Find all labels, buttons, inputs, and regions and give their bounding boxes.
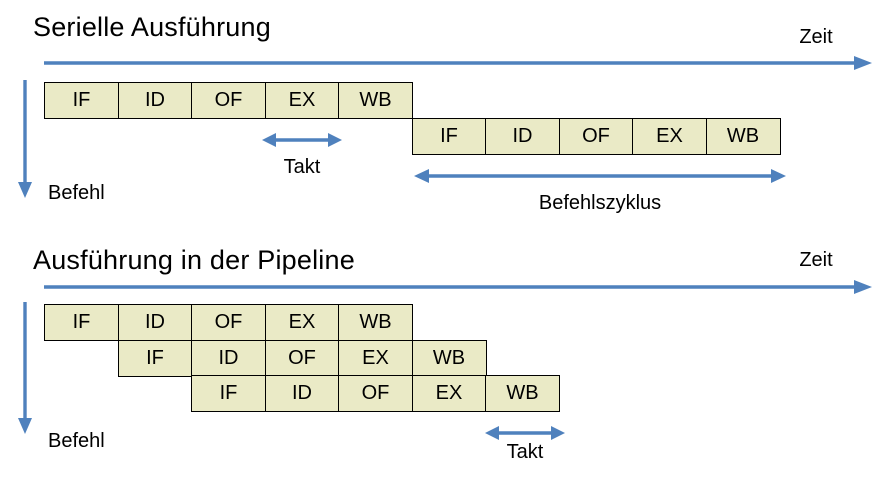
serial-clock-range-arrow — [262, 133, 342, 147]
stage-cell: WB — [338, 304, 413, 341]
stage-cell: OF — [338, 375, 413, 412]
pipeline-time-axis-label: Zeit — [799, 249, 833, 271]
serial-clock-caption: Takt — [283, 156, 321, 178]
serial-section-title: Serielle Ausführung — [33, 12, 271, 42]
stage-cell: OF — [558, 117, 634, 155]
pipeline-section-title: Ausführung in der Pipeline — [33, 245, 355, 275]
stage-cell: IF — [117, 339, 193, 377]
stage-cell: ID — [264, 375, 340, 412]
serial-row-1: IF ID OF EX WB — [44, 82, 413, 119]
serial-instruction-axis-arrow — [18, 80, 32, 198]
pipeline-instruction-axis-caption: Befehl — [48, 430, 105, 452]
stage-cell: EX — [338, 339, 413, 377]
stage-cell: IF — [44, 304, 119, 341]
stage-cell: IF — [191, 375, 266, 412]
stage-cell: EX — [411, 375, 487, 412]
serial-instruction-axis-caption: Befehl — [48, 182, 105, 204]
stage-cell: IF — [44, 82, 119, 119]
pipeline-clock-caption: Takt — [506, 441, 544, 463]
serial-time-axis-label: Zeit — [799, 26, 833, 48]
stage-cell: OF — [264, 339, 340, 377]
stage-cell: EX — [264, 304, 340, 341]
pipeline-clock-range-arrow — [485, 426, 565, 440]
stage-cell: OF — [191, 82, 266, 119]
serial-cycle-range-arrow — [414, 169, 786, 183]
stage-cell: ID — [191, 339, 266, 377]
stage-cell: IF — [411, 117, 487, 155]
pipeline-instruction-axis-arrow — [18, 302, 32, 434]
stage-cell: EX — [632, 117, 707, 155]
stage-cell: EX — [264, 82, 340, 119]
pipeline-row-3: IF ID OF EX WB — [191, 375, 560, 412]
stage-cell: ID — [117, 304, 193, 341]
pipeline-time-axis-arrow — [44, 280, 872, 294]
stage-cell: WB — [338, 82, 413, 119]
serial-time-axis-arrow — [44, 56, 872, 70]
stage-cell: WB — [411, 339, 487, 377]
pipeline-row-2: IF ID OF EX WB — [117, 339, 487, 377]
stage-cell: WB — [485, 375, 560, 412]
stage-cell: ID — [117, 82, 193, 119]
serial-cycle-caption: Befehlszyklus — [538, 192, 662, 214]
pipeline-row-1: IF ID OF EX WB — [44, 304, 413, 341]
serial-row-2: IF ID OF EX WB — [411, 117, 781, 155]
stage-cell: ID — [485, 117, 560, 155]
stage-cell: OF — [191, 304, 266, 341]
stage-cell: WB — [705, 117, 781, 155]
